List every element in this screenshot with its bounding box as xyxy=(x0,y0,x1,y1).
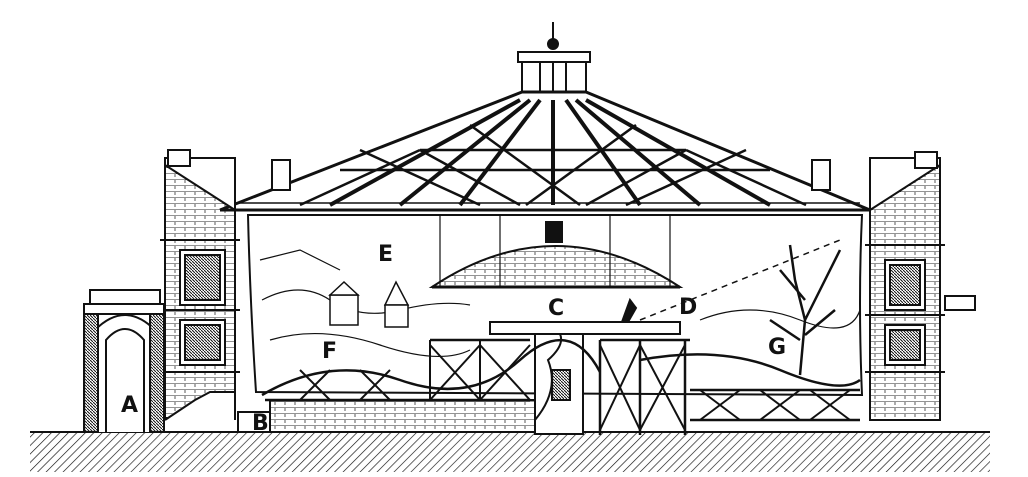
left-porch xyxy=(83,289,165,433)
roof-lantern xyxy=(517,22,591,93)
viewing-canopy xyxy=(428,215,684,289)
panorama-canvas xyxy=(246,214,864,397)
roof-truss xyxy=(219,90,871,212)
label-a: A xyxy=(121,393,139,418)
label-b: B xyxy=(252,411,269,436)
label-e: E xyxy=(378,242,394,267)
label-g: G xyxy=(768,335,787,360)
label-c: C xyxy=(548,296,565,321)
label-d: D xyxy=(679,295,698,320)
left-building xyxy=(160,149,291,421)
right-building xyxy=(811,151,976,421)
foundation-wall xyxy=(237,399,536,433)
label-f: F xyxy=(322,339,338,364)
ground-hatching xyxy=(30,431,990,472)
tree xyxy=(769,244,842,376)
viewing-platform xyxy=(489,297,681,435)
